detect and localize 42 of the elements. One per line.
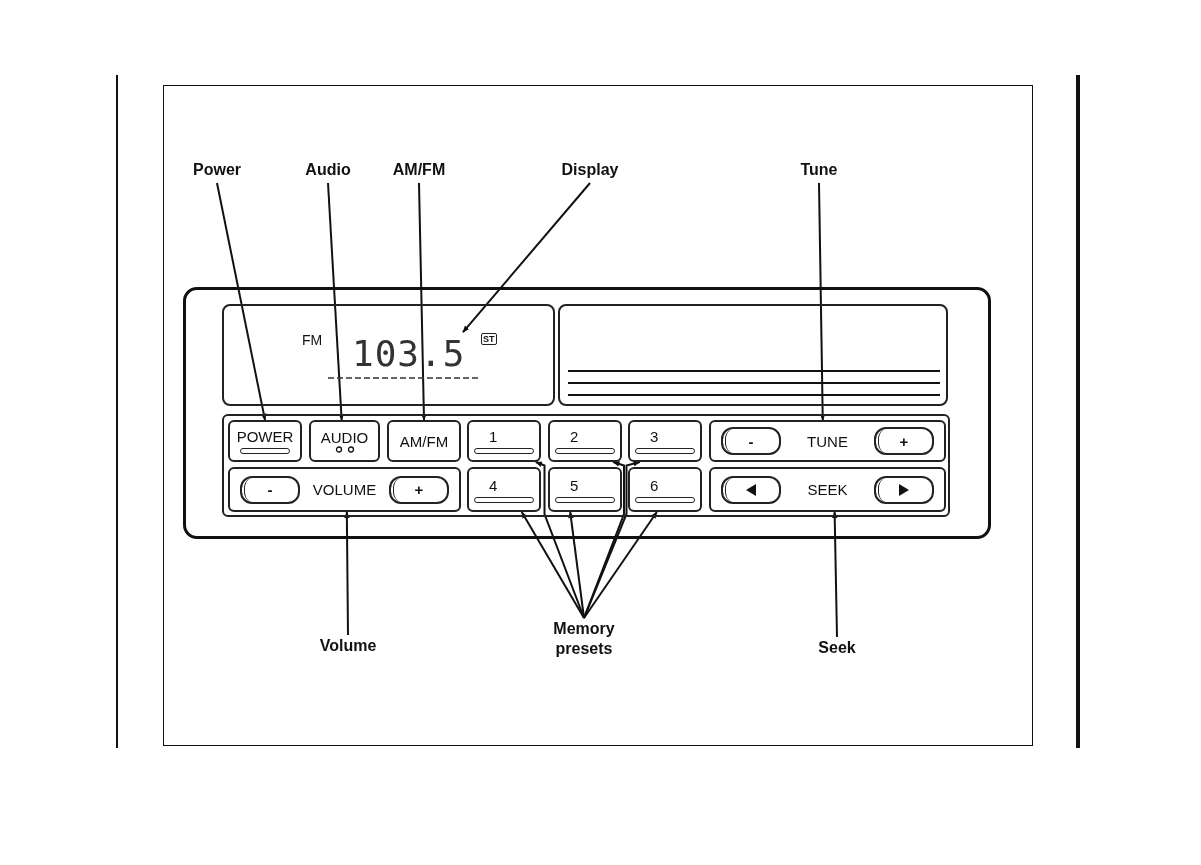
preset-button: 4: [467, 467, 541, 512]
arrow: [831, 511, 838, 638]
callout-label: Seek: [812, 638, 862, 660]
control-label: SEEK: [807, 481, 848, 498]
callout-label: AM/FM: [384, 160, 454, 182]
radio-faceplate: [183, 287, 991, 539]
control-label: TUNE: [807, 432, 848, 450]
arrow: [216, 182, 267, 421]
arrow: [327, 182, 345, 421]
preset-button: 1: [467, 420, 541, 462]
stereo-indicator: ST: [481, 333, 497, 345]
plus-button: +: [874, 427, 934, 455]
volume-control-panel: [228, 467, 461, 512]
preset-button: 6: [628, 467, 702, 512]
arrow: [583, 461, 625, 619]
arrow: [568, 511, 585, 619]
callout-label: Memory presets: [546, 619, 622, 659]
preset-button: 2: [548, 420, 622, 462]
tune-control-panel: [709, 420, 946, 462]
control-label: VOLUME: [312, 481, 377, 498]
power-button: POWER: [228, 420, 302, 462]
am-fm-button: AM/FM: [387, 420, 461, 462]
preset-button: 3: [628, 420, 702, 462]
minus-button: -: [240, 475, 300, 504]
plus-button: +: [389, 475, 449, 504]
arrow: [344, 511, 350, 636]
arrow: [818, 182, 826, 421]
arrow: [520, 511, 585, 619]
callout-label: Power: [186, 160, 248, 182]
callout-label: Audio: [300, 160, 356, 182]
arrow: [418, 182, 427, 421]
seek-control-panel: [709, 467, 946, 512]
callout-label: Display: [554, 160, 626, 182]
callout-label: Volume: [308, 636, 388, 658]
audio-button: AUDIO: [309, 420, 380, 462]
minus-button: -: [721, 427, 781, 455]
arrow: [534, 461, 585, 619]
preset-button: 5: [548, 467, 622, 512]
arrow: [462, 182, 591, 334]
band-indicator: FM: [302, 332, 324, 350]
callout-label: Tune: [794, 160, 844, 182]
arrow: [583, 511, 658, 619]
